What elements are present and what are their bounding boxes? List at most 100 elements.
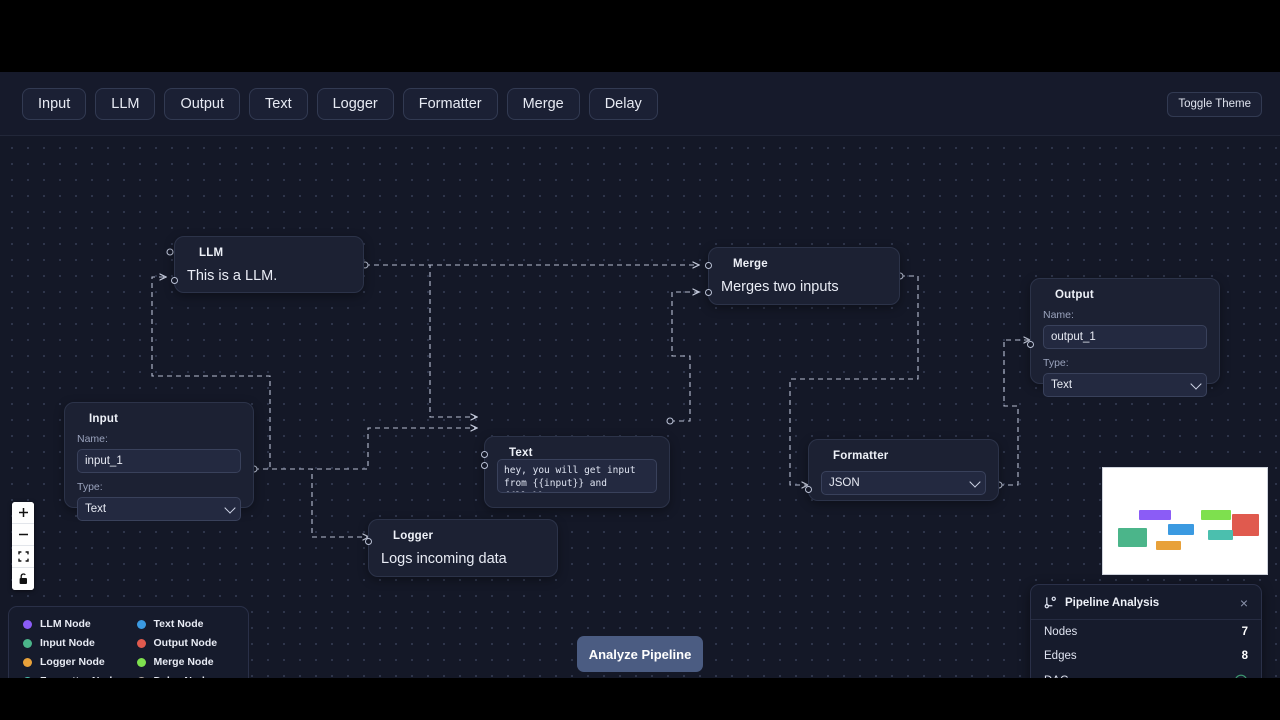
minimap-node: [1139, 510, 1171, 520]
node-output-title: Output: [1055, 289, 1094, 301]
node-input[interactable]: Input Name: Type: Text: [64, 402, 254, 521]
node-merge-title: Merge: [733, 258, 768, 270]
node-llm-header: LLM: [187, 247, 351, 259]
legend-panel: LLM Node Text Node Input Node Output Nod…: [8, 606, 249, 678]
toggle-theme-button[interactable]: Toggle Theme: [1167, 92, 1262, 117]
node-llm-title: LLM: [199, 247, 224, 259]
legend-item-logger: Logger Node: [23, 656, 121, 668]
minimap[interactable]: [1102, 467, 1268, 575]
input-type-select[interactable]: Text: [77, 497, 241, 521]
add-node-merge-button[interactable]: Merge: [506, 87, 580, 120]
add-node-formatter-button[interactable]: Formatter: [402, 87, 498, 120]
node-dot-icon: [721, 262, 726, 267]
input-name-input[interactable]: [77, 449, 241, 473]
legend-item-delay: Delay Node: [136, 675, 235, 678]
text-line-1: hey, you will get input: [504, 465, 636, 476]
handle-text-target-2[interactable]: [481, 462, 488, 469]
check-circle-icon: [1235, 674, 1247, 678]
toolbar: Input LLM Output Text Logger Formatter M…: [0, 72, 1280, 136]
minimap-node: [1201, 510, 1231, 520]
node-text-title: Text: [509, 447, 533, 459]
handle-text-target-1[interactable]: [481, 451, 488, 458]
lock-button[interactable]: [12, 568, 34, 590]
legend-color-swatch: [136, 676, 146, 678]
handle-merge-target-2[interactable]: [705, 289, 712, 296]
analysis-row-edges: Edges 8: [1031, 644, 1261, 668]
node-text-header: Text: [497, 447, 657, 459]
analysis-row-dag: DAG: [1031, 668, 1261, 678]
node-formatter-header: Formatter: [821, 450, 986, 462]
node-formatter[interactable]: Formatter JSON: [805, 439, 999, 501]
handle-llm-target[interactable]: [171, 277, 178, 284]
handle-output-target[interactable]: [1027, 341, 1034, 348]
output-type-select[interactable]: Text: [1043, 373, 1207, 397]
analysis-title: Pipeline Analysis: [1065, 596, 1160, 609]
add-node-delay-button[interactable]: Delay: [588, 87, 658, 120]
legend-label: Delay Node: [154, 675, 211, 678]
text-template-textarea[interactable]: hey, you will get input from {{input}} an…: [497, 459, 657, 493]
flow-canvas[interactable]: LLM This is a LLM. Merge Merges two inpu…: [0, 136, 1280, 678]
text-line-2-pre: from {{input}} and {{: [504, 478, 607, 492]
fit-view-button[interactable]: [12, 546, 34, 568]
legend-color-swatch: [23, 619, 32, 629]
minimap-viewport: [1106, 496, 1266, 558]
analysis-header: Pipeline Analysis ×: [1031, 585, 1261, 620]
add-node-output-button[interactable]: Output: [164, 87, 240, 120]
node-dot-icon: [1043, 293, 1048, 298]
node-llm[interactable]: LLM This is a LLM.: [171, 236, 364, 293]
handle-text-source: [666, 417, 674, 425]
analysis-value: 8: [1241, 650, 1248, 662]
pipeline-builder-app: Input LLM Output Text Logger Formatter M…: [0, 72, 1280, 678]
minimap-node: [1168, 524, 1194, 535]
analysis-label: Edges: [1044, 650, 1077, 662]
legend-label: Input Node: [40, 637, 95, 649]
output-type-label: Type:: [1043, 357, 1069, 369]
node-logger-body: Logs incoming data: [381, 551, 507, 567]
zoom-in-button[interactable]: [12, 502, 34, 524]
legend-item-input: Input Node: [23, 637, 121, 649]
analysis-label: DAG: [1044, 675, 1069, 678]
legend-item-merge: Merge Node: [136, 656, 235, 668]
node-output[interactable]: Output Name: Type: Text: [1027, 278, 1220, 397]
formatter-format-select[interactable]: JSON: [821, 471, 986, 495]
analyze-pipeline-button[interactable]: Analyze Pipeline: [577, 636, 703, 672]
node-logger[interactable]: Logger Logs incoming data: [365, 519, 558, 577]
edge-layer: [151, 248, 1280, 678]
output-name-input[interactable]: [1043, 325, 1207, 349]
node-output-header: Output: [1043, 289, 1207, 301]
node-llm-body: This is a LLM.: [187, 268, 278, 284]
legend-item-formatter: Formatter Node: [23, 675, 121, 678]
legend-label: Output Node: [153, 637, 218, 649]
add-node-logger-button[interactable]: Logger: [316, 87, 394, 120]
add-node-input-button[interactable]: Input: [22, 87, 87, 120]
edge-text-merge: [670, 292, 699, 422]
minimap-node: [1156, 541, 1181, 550]
node-merge-header: Merge: [721, 258, 887, 270]
node-input-header: Input: [77, 413, 241, 425]
legend-label: LLM Node: [40, 618, 91, 630]
node-dot-icon: [77, 417, 82, 422]
text-line-2-misspelled: llm: [515, 491, 532, 492]
node-merge-body: Merges two inputs: [721, 279, 839, 295]
node-dot-icon: [187, 251, 192, 256]
node-text[interactable]: Text hey, you will get input from {{input…: [481, 436, 670, 508]
add-node-text-button[interactable]: Text: [249, 87, 308, 120]
edge-input-text: [254, 428, 477, 470]
minimap-node: [1208, 530, 1233, 540]
pipeline-analysis-panel: Pipeline Analysis × Nodes 7 Edges 8 DAG: [1030, 584, 1262, 678]
handle-logger-target[interactable]: [365, 538, 372, 545]
node-logger-title: Logger: [393, 530, 434, 542]
close-icon[interactable]: ×: [1239, 594, 1248, 611]
zoom-out-button[interactable]: [12, 524, 34, 546]
handle-llm-extra: [166, 248, 174, 256]
edge-llm-text: [365, 264, 477, 417]
legend-color-swatch: [136, 619, 146, 629]
handle-merge-target-1[interactable]: [705, 262, 712, 269]
edge-merge-formatter: [789, 275, 919, 485]
handle-formatter-target[interactable]: [805, 486, 812, 493]
legend-item-text: Text Node: [136, 618, 235, 630]
node-merge[interactable]: Merge Merges two inputs: [705, 247, 900, 305]
node-dot-icon: [821, 454, 826, 459]
add-node-llm-button[interactable]: LLM: [95, 87, 156, 120]
pipeline-icon: [1044, 596, 1056, 609]
